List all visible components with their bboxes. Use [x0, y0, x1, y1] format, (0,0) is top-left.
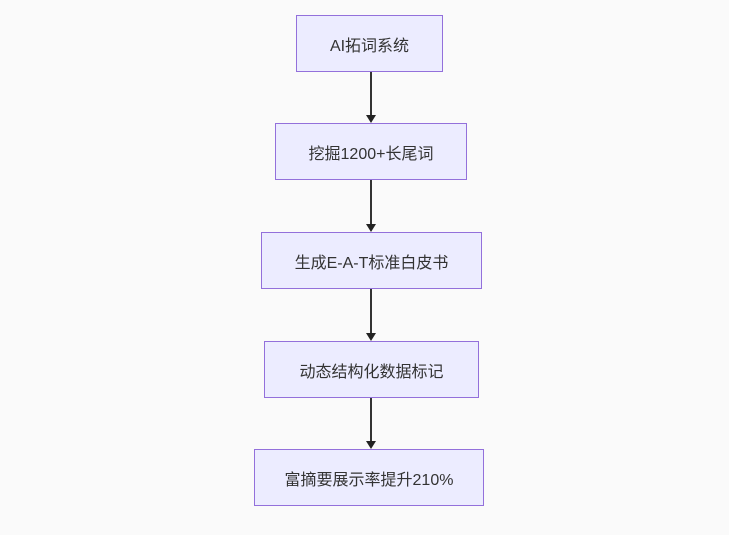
node-label: AI拓词系统	[329, 37, 410, 55]
arrowhead-down-icon	[366, 224, 376, 232]
flowchart-node-step-4: 动态结构化数据标记	[264, 341, 479, 398]
flowchart-node-step-1: AI拓词系统	[296, 15, 443, 72]
flowchart-node-step-2: 挖掘1200+长尾词	[275, 123, 467, 180]
node-label: 挖掘1200+长尾词	[308, 145, 434, 163]
arrowhead-down-icon	[366, 115, 376, 123]
arrow-line	[370, 72, 372, 118]
arrow-line	[370, 289, 372, 336]
down-arrow-3	[365, 289, 377, 341]
arrowhead-down-icon	[366, 333, 376, 341]
node-label: 富摘要展示率提升210%	[284, 471, 454, 489]
arrow-line	[370, 180, 372, 227]
flowchart-node-step-5: 富摘要展示率提升210%	[254, 449, 484, 506]
flowchart-node-step-3: 生成E-A-T标准白皮书	[261, 232, 482, 289]
down-arrow-1	[365, 72, 377, 123]
down-arrow-4	[365, 398, 377, 449]
down-arrow-2	[365, 180, 377, 232]
arrow-line	[370, 398, 372, 444]
arrowhead-down-icon	[366, 441, 376, 449]
node-label: 动态结构化数据标记	[299, 363, 444, 381]
node-label: 生成E-A-T标准白皮书	[294, 254, 449, 272]
